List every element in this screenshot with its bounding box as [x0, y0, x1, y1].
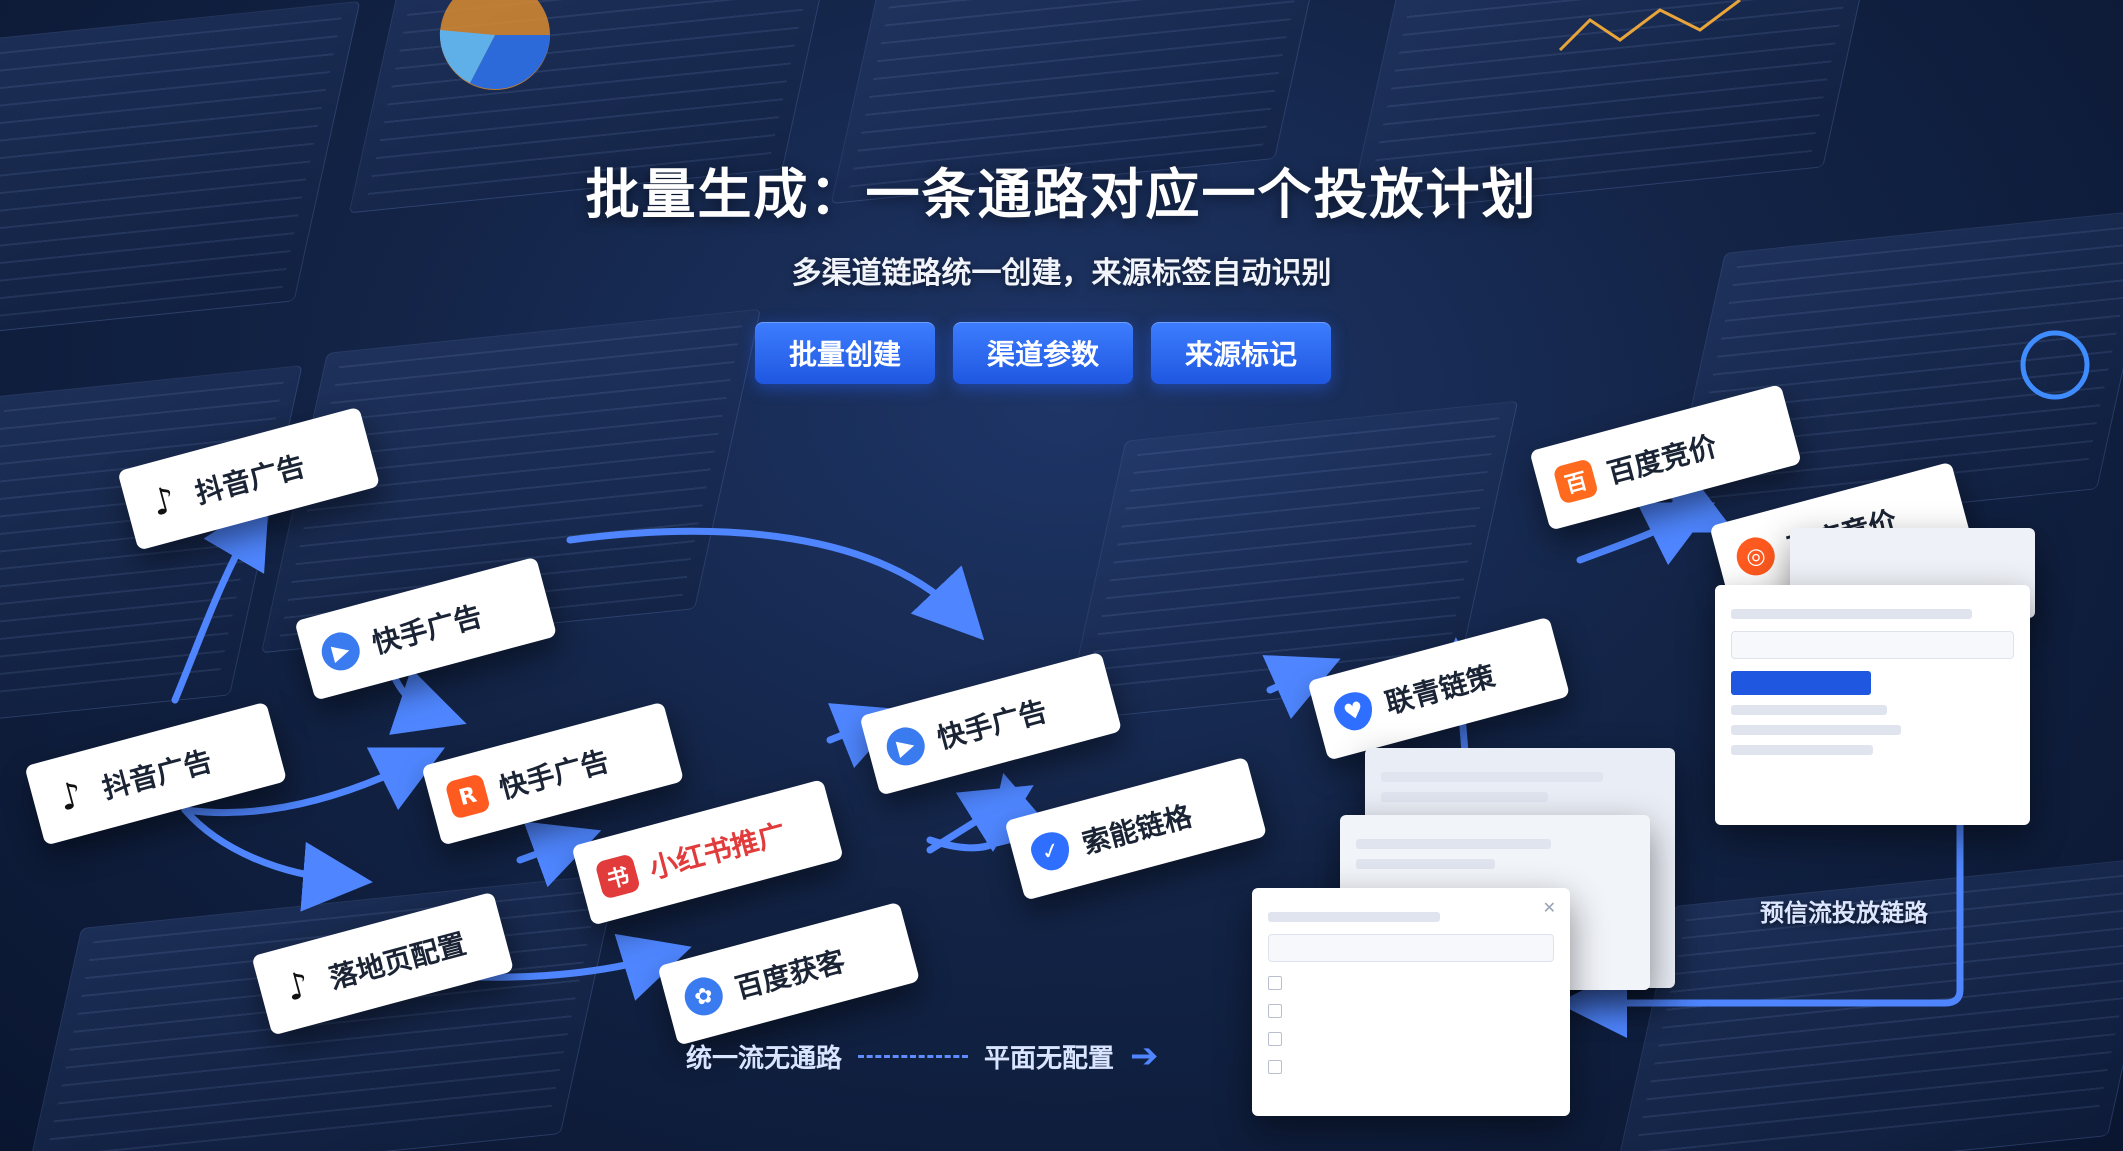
page-title: 批量生成：一条通路对应一个投放计划 — [585, 163, 1538, 226]
card-label: 落地页配置 — [325, 927, 470, 996]
arrow-right-icon: ➔ — [1130, 1036, 1159, 1076]
card-label: 快手广告 — [495, 744, 613, 806]
right-panel-caption: 预信流投放链路 — [1760, 899, 1928, 927]
checkbox-row[interactable] — [1268, 976, 1554, 990]
placeholder-row — [1268, 912, 1440, 922]
option-row[interactable] — [1731, 745, 1873, 755]
legend-left-label: 统一流无通路 — [686, 1043, 843, 1074]
settings-panel[interactable] — [1715, 585, 2030, 825]
arrow — [926, 785, 1034, 854]
flow-legend: 统一流无通路 平面无配置 ➔ — [686, 1036, 1159, 1076]
channel-params-button[interactable]: 渠道参数 — [953, 322, 1133, 384]
arrow — [181, 747, 446, 817]
tiktok-icon: ♪ — [147, 478, 181, 525]
card-label: 百度获客 — [731, 944, 849, 1006]
baidu-paw-icon: ✿ — [680, 973, 728, 1020]
arrow — [1262, 655, 1341, 720]
checkbox[interactable] — [1268, 976, 1282, 990]
arrow — [1576, 502, 1716, 566]
checkbox[interactable] — [1268, 1060, 1282, 1074]
arrow — [516, 821, 602, 888]
checkbox-row[interactable] — [1268, 1004, 1554, 1018]
xiaohongshu-icon: 书 — [594, 853, 642, 900]
shield-icon: ✓ — [1027, 828, 1075, 875]
tag-button-row: 批量创建 渠道参数 来源标记 — [755, 322, 1331, 384]
kuaishou-icon: ▶ — [317, 628, 365, 675]
card-label: 快手广告 — [368, 599, 486, 661]
card-label: 百度竞价 — [1603, 429, 1721, 491]
source-tag-button[interactable]: 来源标记 — [1151, 322, 1331, 384]
checkbox[interactable] — [1268, 1004, 1282, 1018]
card-label: 抖音广告 — [98, 744, 216, 806]
option-row[interactable] — [1731, 725, 1901, 735]
card-label: 快手广告 — [933, 694, 1051, 756]
arrow — [181, 806, 373, 912]
shield-icon: ♥ — [1330, 688, 1378, 735]
tiktok-icon: ♪ — [281, 963, 315, 1010]
text-field[interactable] — [1268, 934, 1554, 962]
option-row[interactable] — [1731, 705, 1887, 715]
page-subtitle: 多渠道链路统一创建，来源标签自动识别 — [791, 256, 1332, 291]
close-icon[interactable]: ✕ — [1542, 898, 1556, 917]
config-dialog[interactable]: ✕ — [1252, 888, 1570, 1116]
baidu-icon: 百 — [1552, 458, 1600, 505]
checkbox-row[interactable] — [1268, 1060, 1554, 1074]
legend-right-label: 平面无配置 — [984, 1043, 1115, 1074]
placeholder-row — [1731, 609, 1972, 619]
kuaishou-icon: R — [444, 773, 492, 820]
checkbox-row[interactable] — [1268, 1032, 1554, 1046]
arrow — [171, 495, 270, 704]
batch-create-button[interactable]: 批量创建 — [755, 322, 935, 384]
placeholder-row — [1356, 859, 1495, 869]
arrow — [1557, 666, 1964, 1038]
placeholder-row — [1356, 839, 1551, 849]
selected-option[interactable] — [1731, 671, 1871, 695]
checkbox[interactable] — [1268, 1032, 1282, 1046]
select-field[interactable] — [1731, 631, 2014, 659]
placeholder-row — [1381, 772, 1604, 782]
placeholder-row — [1381, 792, 1548, 802]
dashed-line — [858, 1054, 969, 1058]
arrow — [566, 527, 985, 641]
card-label: 小红书推广 — [645, 817, 790, 886]
card-label: 抖音广告 — [191, 449, 309, 511]
card-label: 联青链策 — [1381, 659, 1499, 721]
card-label: 索能链格 — [1078, 799, 1196, 861]
baidu-icon: ◎ — [1732, 533, 1780, 580]
kuaishou-icon: ▶ — [882, 723, 930, 770]
tiktok-icon: ♪ — [54, 773, 88, 820]
